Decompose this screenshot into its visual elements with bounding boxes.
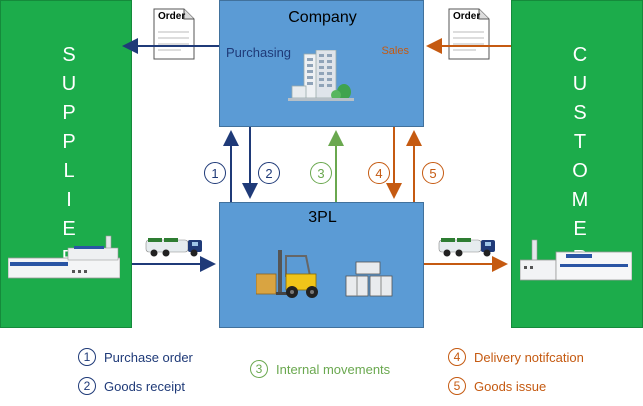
legend-label-3: Internal movements bbox=[276, 361, 391, 377]
supplier-factory-icon bbox=[8, 235, 120, 279]
order-document-left-label: Order bbox=[158, 11, 186, 22]
company-title: Company bbox=[288, 9, 357, 26]
legend-number-4: 4 bbox=[448, 348, 466, 366]
legend-number-1: 1 bbox=[78, 348, 96, 366]
legend-label-2: Goods receipt bbox=[104, 378, 185, 394]
flow-number-3: 3 bbox=[310, 162, 332, 184]
legend-item-4: 4 Delivery notifcation bbox=[448, 348, 584, 366]
order-document-right-label: Order bbox=[453, 11, 481, 22]
supplier-truck-icon bbox=[145, 238, 202, 257]
flow-number-1: 1 bbox=[204, 162, 226, 184]
flow-number-5: 5 bbox=[422, 162, 444, 184]
legend-label-1: Purchase order bbox=[104, 349, 193, 365]
legend-item-2: 2 Goods receipt bbox=[78, 377, 185, 395]
purchasing-label: Purchasing bbox=[226, 45, 292, 60]
legend-number-5: 5 bbox=[448, 377, 466, 395]
office-building-icon bbox=[288, 50, 354, 101]
legend-number-3: 3 bbox=[250, 360, 268, 378]
tpl-box: 3PL bbox=[219, 202, 424, 328]
legend-item-3: 3 Internal movements bbox=[250, 360, 390, 378]
flow-number-4: 4 bbox=[368, 162, 390, 184]
customer-label: C U S T O M E R bbox=[571, 44, 589, 269]
legend-label-5: Goods issue bbox=[474, 378, 547, 394]
legend-label-4: Delivery notifcation bbox=[474, 349, 584, 365]
flow-number-2: 2 bbox=[258, 162, 280, 184]
customer-building-icon bbox=[520, 239, 632, 281]
forklift-icon bbox=[256, 250, 318, 298]
legend-item-1: 1 Purchase order bbox=[78, 348, 193, 366]
company-box: Company Purchasing Sales bbox=[219, 0, 424, 127]
legend-number-2: 2 bbox=[78, 377, 96, 395]
customer-truck-icon bbox=[438, 238, 495, 257]
boxes-icon bbox=[345, 261, 393, 297]
legend-item-5: 5 Goods issue bbox=[448, 377, 546, 395]
sales-label: Sales bbox=[381, 45, 409, 57]
tpl-title: 3PL bbox=[308, 209, 337, 226]
